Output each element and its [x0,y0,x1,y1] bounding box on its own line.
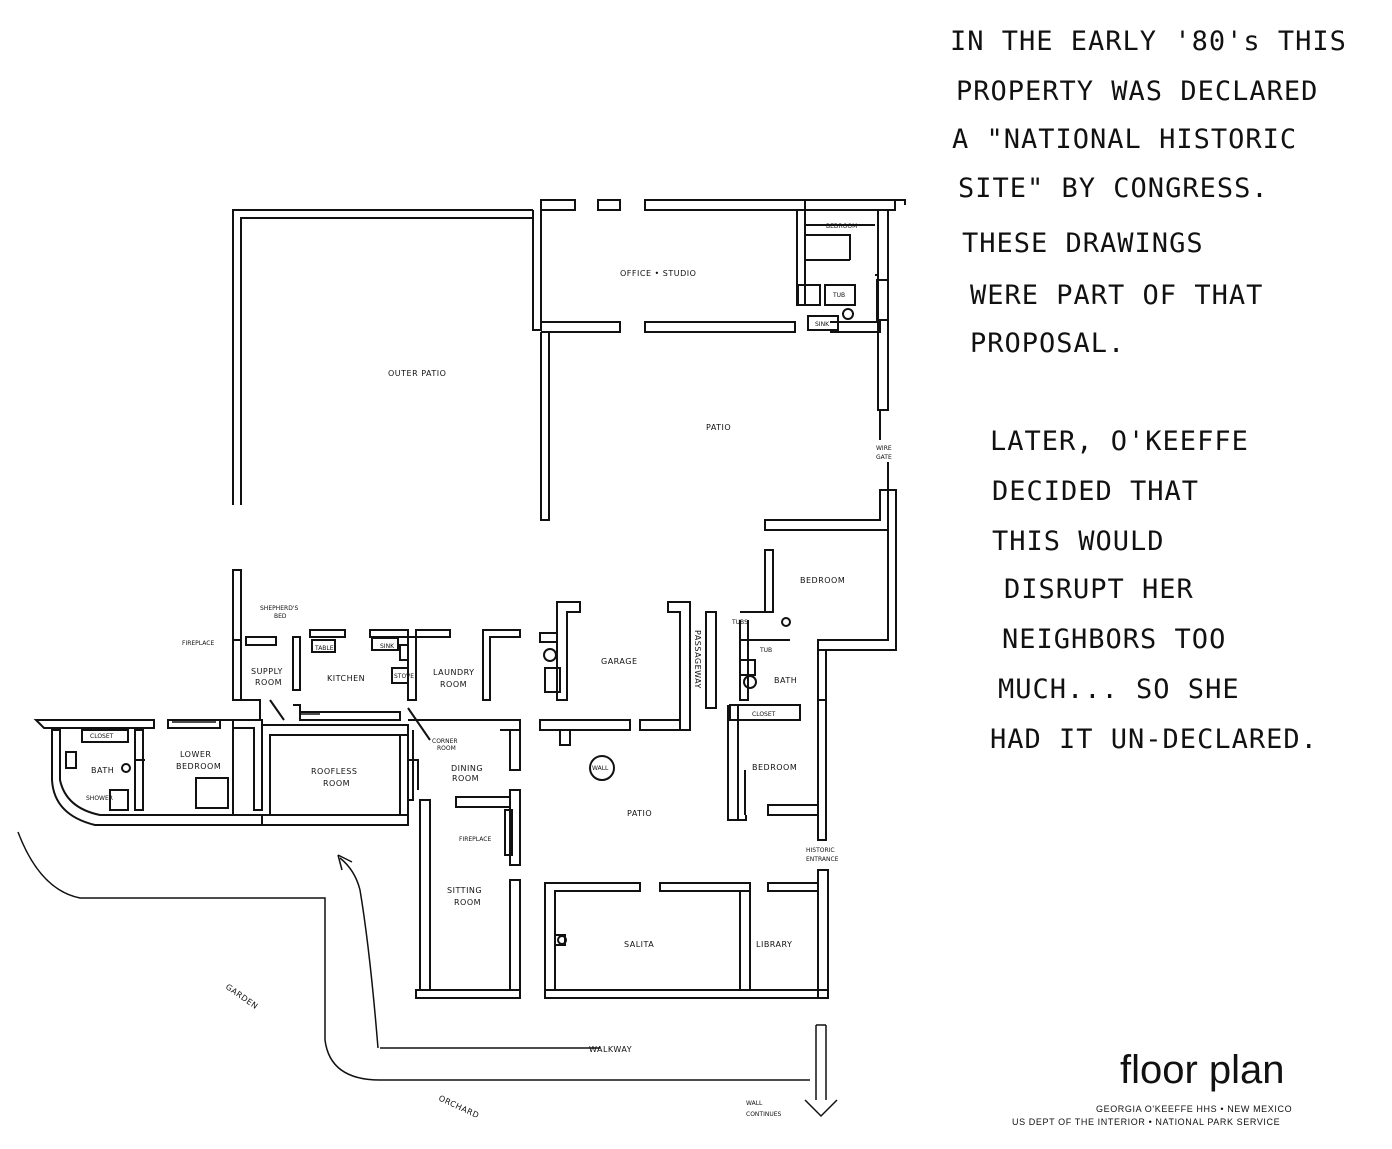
label-wall-continues-1: WALL [746,1100,763,1107]
label-wire-gate-2: GATE [876,454,892,461]
note-lower-line-1: LATER, O'KEEFFE [990,426,1249,457]
label-sink: SINK [380,643,395,650]
label-fireplace-sitting: FIREPLACE [459,836,491,843]
label-garage: GARAGE [601,657,638,666]
label-pantry-room-2: ROOM [255,678,282,687]
note-upper-line-7: PROPOSAL. [970,328,1126,359]
label-bath-west: BATH [91,766,114,775]
plan-labels: OUTER PATIO OFFICE • STUDIO BEDROOM TUB … [86,223,892,1120]
note-upper-line-6: WERE PART OF THAT [970,280,1264,311]
label-closet-east: CLOSET [752,711,776,718]
label-laundry-room-1: LAUNDRY [433,668,475,677]
label-stove: STOVE [394,673,414,680]
label-closet-west: CLOSET [90,733,114,740]
note-upper-line-4: SITE" BY CONGRESS. [958,173,1269,204]
note-lower-line-4: DISRUPT HER [1004,574,1194,605]
label-roofless-room-2: ROOM [323,779,350,788]
credit-line-1: GEORGIA O'KEEFFE HHS • NEW MEXICO [1096,1104,1293,1114]
label-dining-room-2: ROOM [452,774,479,783]
label-salita: SALITA [624,940,654,949]
note-lower-line-6: MUCH... SO SHE [998,674,1240,705]
label-historic-entrance-1: HISTORIC [806,847,835,854]
label-patio-center: PATIO [627,809,652,818]
label-lower-bedroom-1: LOWER [180,750,212,759]
label-corner-room-2: ROOM [437,745,456,752]
label-dining-room-1: DINING [451,764,483,773]
note-upper-line-2: PROPERTY WAS DECLARED [956,76,1319,107]
label-outer-patio: OUTER PATIO [388,369,446,378]
credit-line-2: US DEPT OF THE INTERIOR • NATIONAL PARK … [1012,1117,1281,1127]
label-wall: WALL [592,765,609,772]
label-pantry-room-1: SUPPLY [251,667,283,676]
note-lower-line-7: HAD IT UN-DECLARED. [990,724,1318,755]
label-sink-ne: SINK [815,321,830,328]
label-kitchen: KITCHEN [327,674,365,683]
label-wire-gate-1: WIRE [876,445,892,452]
label-bedroom-ne: BEDROOM [826,223,857,230]
plan-walls [33,199,906,999]
label-corner-room-1: CORNER [432,738,458,745]
label-garden: GARDEN [224,982,260,1011]
label-bath-east: BATH [774,676,797,685]
label-tubs: TUBS [731,619,748,626]
note-upper-line-3: A "NATIONAL HISTORIC [952,124,1298,155]
label-passageway: PASSAGEWAY [693,630,702,689]
label-tub-ne: TUB [832,292,845,299]
label-lower-bedroom-2: BEDROOM [176,762,221,771]
walkway-path [339,857,379,1049]
label-sitting-room-2: ROOM [454,898,481,907]
note-lower-line-5: NEIGHBORS TOO [1002,624,1227,655]
label-library: LIBRARY [756,940,792,949]
label-sitting-room-1: SITTING [447,886,482,895]
label-fireplace-west: FIREPLACE [182,640,214,647]
wall-continues-line [815,1024,827,1100]
plan-title: floor plan [1120,1048,1285,1092]
note-lower-line-3: THIS WOULD [992,526,1165,557]
garden-path-curve [17,831,810,1081]
site-paths [17,831,838,1118]
label-tub-east: TUB [759,647,772,654]
label-shower: SHOWER [86,795,113,802]
label-shepherds-bed-1: SHEPHERD'S [260,605,298,612]
label-wall-continues-2: CONTINUES [746,1111,782,1118]
label-roofless-room-1: ROOFLESS [311,767,357,776]
label-patio-north: PATIO [706,423,731,432]
label-shepherds-bed-2: BED [274,613,287,620]
walkway-arrow-head [337,854,353,871]
note-upper-line-5: THESE DRAWINGS [962,228,1204,259]
label-historic-entrance-2: ENTRANCE [806,856,839,863]
label-bedroom-east: BEDROOM [800,576,845,585]
label-walkway: WALKWAY [589,1045,632,1054]
note-upper-line-1: IN THE EARLY '80's THIS [950,26,1347,57]
note-lower-line-2: DECIDED THAT [992,476,1200,507]
label-laundry-room-2: ROOM [440,680,467,689]
label-office-studio: OFFICE • STUDIO [620,269,696,278]
wall-continues-arrow [804,1099,838,1118]
label-bedroom-se: BEDROOM [752,763,797,772]
label-orchard: ORCHARD [437,1094,480,1121]
label-table: TABLE [314,645,334,652]
